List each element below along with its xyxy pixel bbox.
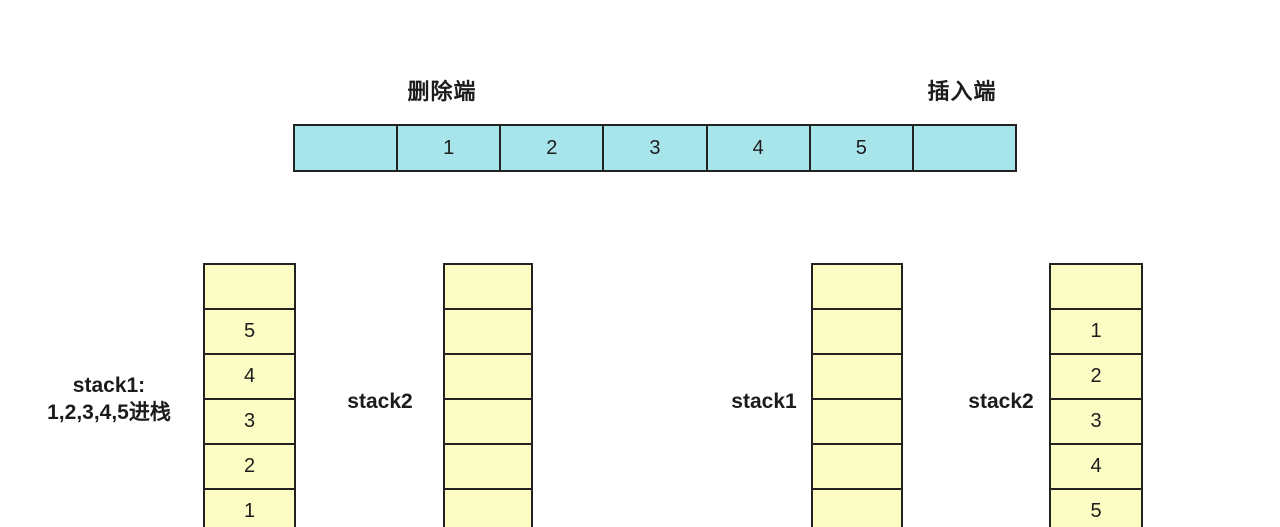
stack-cell xyxy=(813,265,901,310)
stack-cell xyxy=(813,400,901,445)
queue-array: 1 2 3 4 5 xyxy=(293,124,1017,172)
stack1-right-column xyxy=(811,263,903,527)
stack-cell xyxy=(205,265,294,310)
queue-cell: 2 xyxy=(501,126,605,170)
stack-cell: 4 xyxy=(1051,445,1141,490)
stack-cell: 1 xyxy=(243,500,256,522)
stack-cell xyxy=(445,265,531,310)
queue-cell: 5 xyxy=(811,126,914,170)
queue-cell: 1 xyxy=(398,126,502,170)
stack-cell xyxy=(445,445,531,490)
stack-cell xyxy=(813,445,901,490)
queue-cell: 4 xyxy=(708,126,811,170)
stack1-left-label: stack1: 1,2,3,4,5进栈 xyxy=(14,372,204,426)
stack-cell xyxy=(813,355,901,400)
stack-cell: 5 xyxy=(1090,500,1102,522)
stack-cell xyxy=(1051,265,1141,310)
stack2-right-column: 1 2 3 4 5 xyxy=(1049,263,1143,527)
stack1-left-column: 5 4 3 2 1 xyxy=(203,263,296,527)
stack1-left-label-line2: 1,2,3,4,5进栈 xyxy=(47,401,171,424)
stack-cell: 4 xyxy=(205,355,294,400)
stack-cell: 2 xyxy=(205,445,294,490)
stack1-right-label: stack1 xyxy=(731,390,797,413)
queue-delete-end-label: 删除端 xyxy=(407,79,477,104)
stack-cell: 1 xyxy=(1051,310,1141,355)
stack-cell: 3 xyxy=(205,400,294,445)
stack-cell xyxy=(445,400,531,445)
queue-cell xyxy=(295,126,399,170)
stack2-right-label: stack2 xyxy=(968,390,1034,413)
queue-cell: 3 xyxy=(604,126,708,170)
stack-cell xyxy=(445,310,531,355)
stack1-left-label-line1: stack1: xyxy=(72,374,146,397)
stack2-left-label: stack2 xyxy=(347,390,413,413)
queue-cell xyxy=(914,126,1015,170)
stack-cell xyxy=(445,490,531,527)
stack-cell: 2 xyxy=(1051,355,1141,400)
stack-cell xyxy=(445,355,531,400)
stack-cell: 5 xyxy=(205,310,294,355)
stack2-left-column xyxy=(443,263,533,527)
stack-cell: 3 xyxy=(1051,400,1141,445)
queue-insert-end-label: 插入端 xyxy=(927,79,997,104)
stack-cell xyxy=(813,310,901,355)
stack-cell xyxy=(813,490,901,527)
